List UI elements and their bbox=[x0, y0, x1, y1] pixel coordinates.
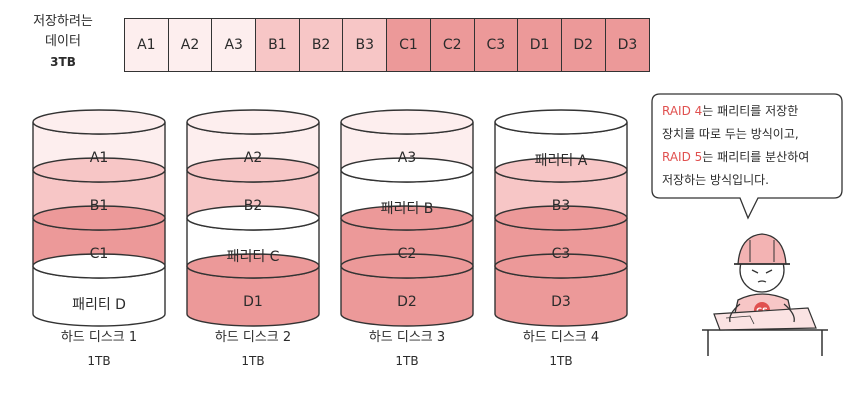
disk-segment-label: 패리티 C bbox=[226, 249, 280, 265]
disk-cylinder bbox=[340, 109, 474, 327]
disk-cylinder bbox=[494, 109, 628, 327]
bubble-line2: 장치를 따로 두는 방식이고, bbox=[662, 127, 799, 141]
disk-segment-top bbox=[494, 109, 628, 135]
disk-cylinder bbox=[32, 109, 166, 327]
data-label-line2: 데이터 bbox=[45, 34, 81, 49]
data-block-11: D2 bbox=[561, 19, 606, 71]
speech-bubble: RAID 4는 패리티를 저장한 장치를 따로 두는 방식이고, RAID 5는… bbox=[651, 93, 843, 220]
disk-segment-label: 패리티 B bbox=[380, 201, 434, 217]
raid4-highlight: RAID 4 bbox=[662, 104, 703, 118]
data-block-12: D3 bbox=[605, 19, 650, 71]
disk-segment-top bbox=[494, 253, 628, 279]
data-block-3: A3 bbox=[212, 19, 257, 71]
disk-cylinder bbox=[186, 109, 320, 327]
data-block-1: A1 bbox=[125, 19, 169, 71]
disk-segment-top bbox=[32, 109, 166, 135]
speech-bubble-shape bbox=[651, 93, 843, 220]
data-block-6: B3 bbox=[343, 19, 388, 71]
bubble-line4: 저장하는 방식입니다. bbox=[662, 173, 769, 187]
disk-segment-top bbox=[32, 253, 166, 279]
disk-segment-label: B3 bbox=[551, 198, 571, 214]
disk-segment-label: D3 bbox=[551, 294, 571, 310]
disk-segment-label: B1 bbox=[89, 198, 109, 214]
disk-segment-top bbox=[186, 205, 320, 231]
bubble-line1-rest: 는 패리티를 저장한 bbox=[702, 104, 799, 118]
disk-capacity: 1TB bbox=[549, 354, 573, 368]
data-block-4: B1 bbox=[256, 19, 300, 71]
disk-name: 하드 디스크 2 bbox=[214, 330, 292, 345]
disk-segment-top bbox=[340, 205, 474, 231]
engineer-illustration: CS bbox=[702, 233, 828, 356]
disk-segment-label: 패리티 D bbox=[72, 297, 126, 313]
raid5-highlight: RAID 5 bbox=[662, 150, 703, 164]
disk-segment-label: C2 bbox=[397, 246, 417, 262]
disk-segment-label: C1 bbox=[89, 246, 109, 262]
data-label-size: 3TB bbox=[50, 55, 76, 69]
data-label-line1: 저장하려는 bbox=[33, 14, 93, 29]
disk-segment-label: A1 bbox=[89, 150, 109, 166]
disk-segment-top bbox=[186, 109, 320, 135]
bubble-line3-rest: 는 패리티를 분산하여 bbox=[702, 150, 810, 164]
data-block-9: C3 bbox=[474, 19, 519, 71]
disk-segment-label: B2 bbox=[243, 198, 263, 214]
disk-segment-label: 패리티 A bbox=[534, 153, 588, 169]
disk-segment-top bbox=[186, 157, 320, 183]
disk-segment-label: D1 bbox=[243, 294, 263, 310]
speech-bubble-text: RAID 4는 패리티를 저장한 장치를 따로 두는 방식이고, RAID 5는… bbox=[662, 100, 842, 192]
disk-name: 하드 디스크 1 bbox=[60, 330, 138, 345]
disk-name: 하드 디스크 3 bbox=[368, 330, 446, 345]
disk-capacity: 1TB bbox=[395, 354, 419, 368]
data-block-10: D1 bbox=[518, 19, 562, 71]
disk-segment-top bbox=[494, 205, 628, 231]
disk-segment-top bbox=[340, 253, 474, 279]
disk-capacity: 1TB bbox=[241, 354, 265, 368]
data-label: 저장하려는 데이터 3TB bbox=[30, 12, 96, 72]
engineer-character: CS bbox=[690, 218, 840, 358]
disk-segment-label: A3 bbox=[397, 150, 417, 166]
disk-segment-top bbox=[340, 109, 474, 135]
data-block-8: C2 bbox=[430, 19, 475, 71]
disk-segment-top bbox=[186, 253, 320, 279]
disk-segment-label: A2 bbox=[243, 150, 263, 166]
data-block-2: A2 bbox=[168, 19, 213, 71]
disk-name: 하드 디스크 4 bbox=[522, 330, 600, 345]
disk-segment-top bbox=[32, 205, 166, 231]
data-block-7: C1 bbox=[387, 19, 431, 71]
data-block-5: B2 bbox=[299, 19, 344, 71]
disk-segment-top bbox=[32, 157, 166, 183]
disk-segment-label: D2 bbox=[397, 294, 417, 310]
disk-segment-label: C3 bbox=[551, 246, 571, 262]
disk-capacity: 1TB bbox=[87, 354, 111, 368]
disk-segment-top bbox=[340, 157, 474, 183]
disk-segment-top bbox=[494, 157, 628, 183]
